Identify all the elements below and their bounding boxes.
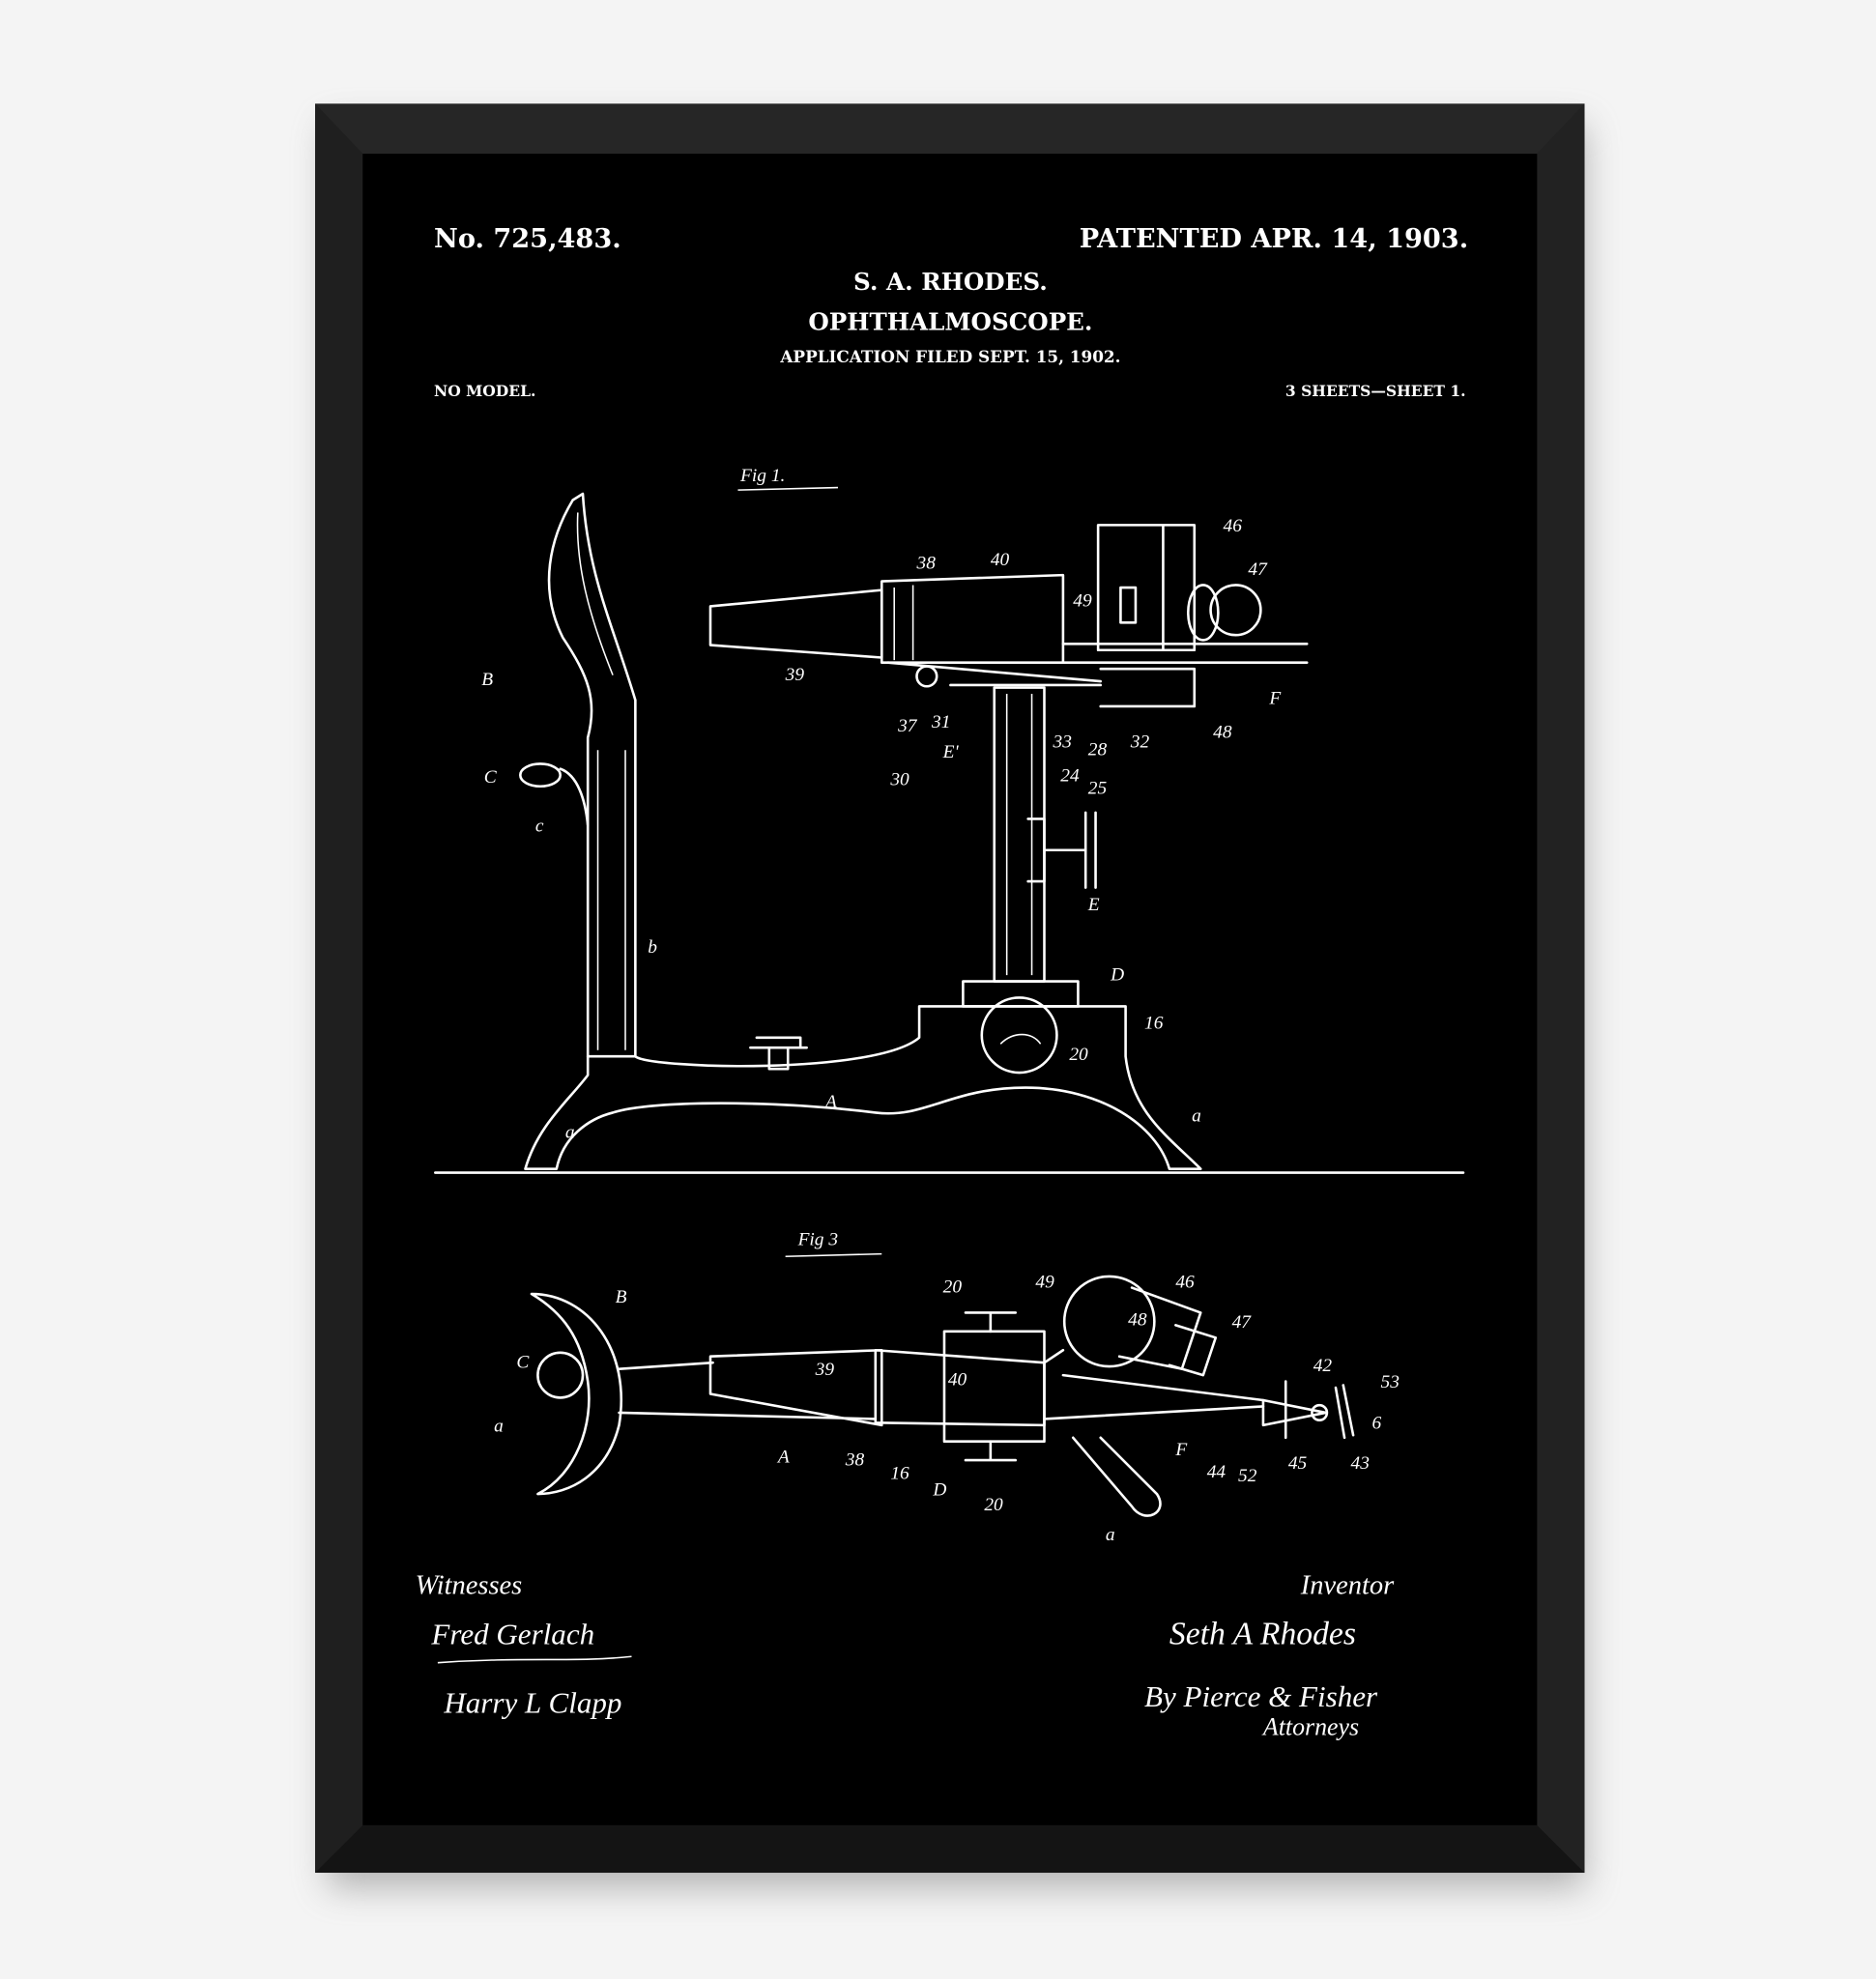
figure-1-ref-label: A <box>823 1092 837 1112</box>
figure-1-ref-label: 46 <box>1224 516 1243 536</box>
figure-1-ref-label: 38 <box>916 554 937 574</box>
figure-3-ref-label: 44 <box>1207 1462 1227 1482</box>
figure-3-ref-label: 16 <box>890 1464 909 1484</box>
figure-3-ref-label: 42 <box>1313 1356 1333 1376</box>
figure-1-ref-label: a <box>1192 1105 1201 1126</box>
figure-1-ref-label: 20 <box>1069 1045 1088 1065</box>
figure-3-ref-label: B <box>616 1287 627 1307</box>
sheet-count: 3 SHEETS—SHEET 1. <box>1285 382 1466 400</box>
figure-1-ref-label: 25 <box>1088 779 1108 799</box>
figure-1-ref-label: E' <box>942 742 960 762</box>
figure-3-ref-label: 45 <box>1288 1453 1308 1474</box>
figure-1-ref-label: 16 <box>1144 1014 1164 1034</box>
figure-1-ref-label: 40 <box>991 550 1010 570</box>
figure-3-ref-label: 52 <box>1238 1466 1257 1486</box>
signature-block: Witnesses Fred Gerlach Harry L Clapp Inv… <box>416 1571 1395 1741</box>
witnesses-label: Witnesses <box>416 1571 523 1601</box>
witness-1-signature: Fred Gerlach <box>430 1617 594 1650</box>
figure-3-top-view: Fig 3 <box>530 1230 1355 1517</box>
figure-1-ref-label: C <box>484 767 498 788</box>
figure-3-ref-label: 20 <box>984 1495 1003 1515</box>
figure-3-ref-label: 49 <box>1035 1273 1054 1293</box>
figure-3-ref-label: 6 <box>1372 1414 1382 1434</box>
attorneys-label: Attorneys <box>1261 1713 1359 1741</box>
figure-1-ref-label: b <box>648 937 657 958</box>
inventor-name: S. A. RHODES. <box>853 268 1048 296</box>
figure-3-ref-label: F <box>1174 1440 1187 1460</box>
figure-1-ref-label: 24 <box>1060 766 1080 787</box>
patent-poster <box>362 154 1538 1825</box>
figure-3-ref-label: 48 <box>1128 1309 1147 1330</box>
figure-1-side-view: Fig 1. <box>434 466 1465 1174</box>
patent-number: No. 725,483. <box>434 223 621 254</box>
inventor-label: Inventor <box>1300 1571 1395 1601</box>
figure-3-ref-label: 40 <box>948 1369 967 1390</box>
figure-3-ref-label: 46 <box>1175 1273 1195 1293</box>
figure-1-ref-label: D <box>1110 964 1124 985</box>
figure-3-ref-label: D <box>932 1479 946 1500</box>
figure-1-label: Fig 1. <box>739 466 785 486</box>
figure-3-ref-label: 20 <box>943 1277 963 1298</box>
model-note: NO MODEL. <box>434 382 535 400</box>
patent-title: OPHTHALMOSCOPE. <box>808 308 1092 336</box>
application-date: APPLICATION FILED SEPT. 15, 1902. <box>779 347 1120 366</box>
figure-1-ref-label: 33 <box>1053 732 1073 753</box>
figure-1-ref-label: 48 <box>1213 722 1232 742</box>
figure-1-ref-label: a <box>565 1122 575 1142</box>
figure-3-ref-label: a <box>494 1416 504 1436</box>
figure-3-ref-label: 38 <box>845 1449 865 1470</box>
figure-3-ref-label: 39 <box>815 1360 835 1380</box>
figure-3-ref-label: A <box>776 1448 790 1468</box>
figure-1-ref-label: 31 <box>931 712 950 732</box>
figure-1-ref-label: 39 <box>785 665 805 685</box>
figure-3-ref-label: a <box>1106 1525 1115 1545</box>
figure-1-ref-label: 49 <box>1073 590 1092 611</box>
figure-1-ref-label: 37 <box>897 716 918 736</box>
figure-1-ref-label: 30 <box>889 769 909 789</box>
figure-3-label: Fig 3 <box>797 1230 839 1250</box>
inventor-signature: Seth A Rhodes <box>1169 1616 1356 1651</box>
figure-1-ref-label: c <box>535 816 544 836</box>
attorneys-signature: By Pierce & Fisher <box>1144 1679 1378 1713</box>
witness-2-signature: Harry L Clapp <box>443 1685 621 1719</box>
figure-3-ref-label: 53 <box>1381 1372 1400 1392</box>
patent-date: PATENTED APR. 14, 1903. <box>1080 223 1468 254</box>
figure-3-ref-label: 43 <box>1351 1453 1371 1474</box>
figure-1-ref-label: 32 <box>1130 732 1150 753</box>
figure-3-ref-label: C <box>516 1352 530 1372</box>
figure-1-ref-label: E <box>1087 895 1100 915</box>
figure-1-ref-label: F <box>1268 688 1281 708</box>
figure-3-ref-label: 47 <box>1232 1312 1253 1333</box>
figure-1-ref-label: B <box>481 670 493 690</box>
figure-1-ref-label: 47 <box>1248 559 1268 580</box>
figure-1-ref-label: 28 <box>1088 739 1108 760</box>
